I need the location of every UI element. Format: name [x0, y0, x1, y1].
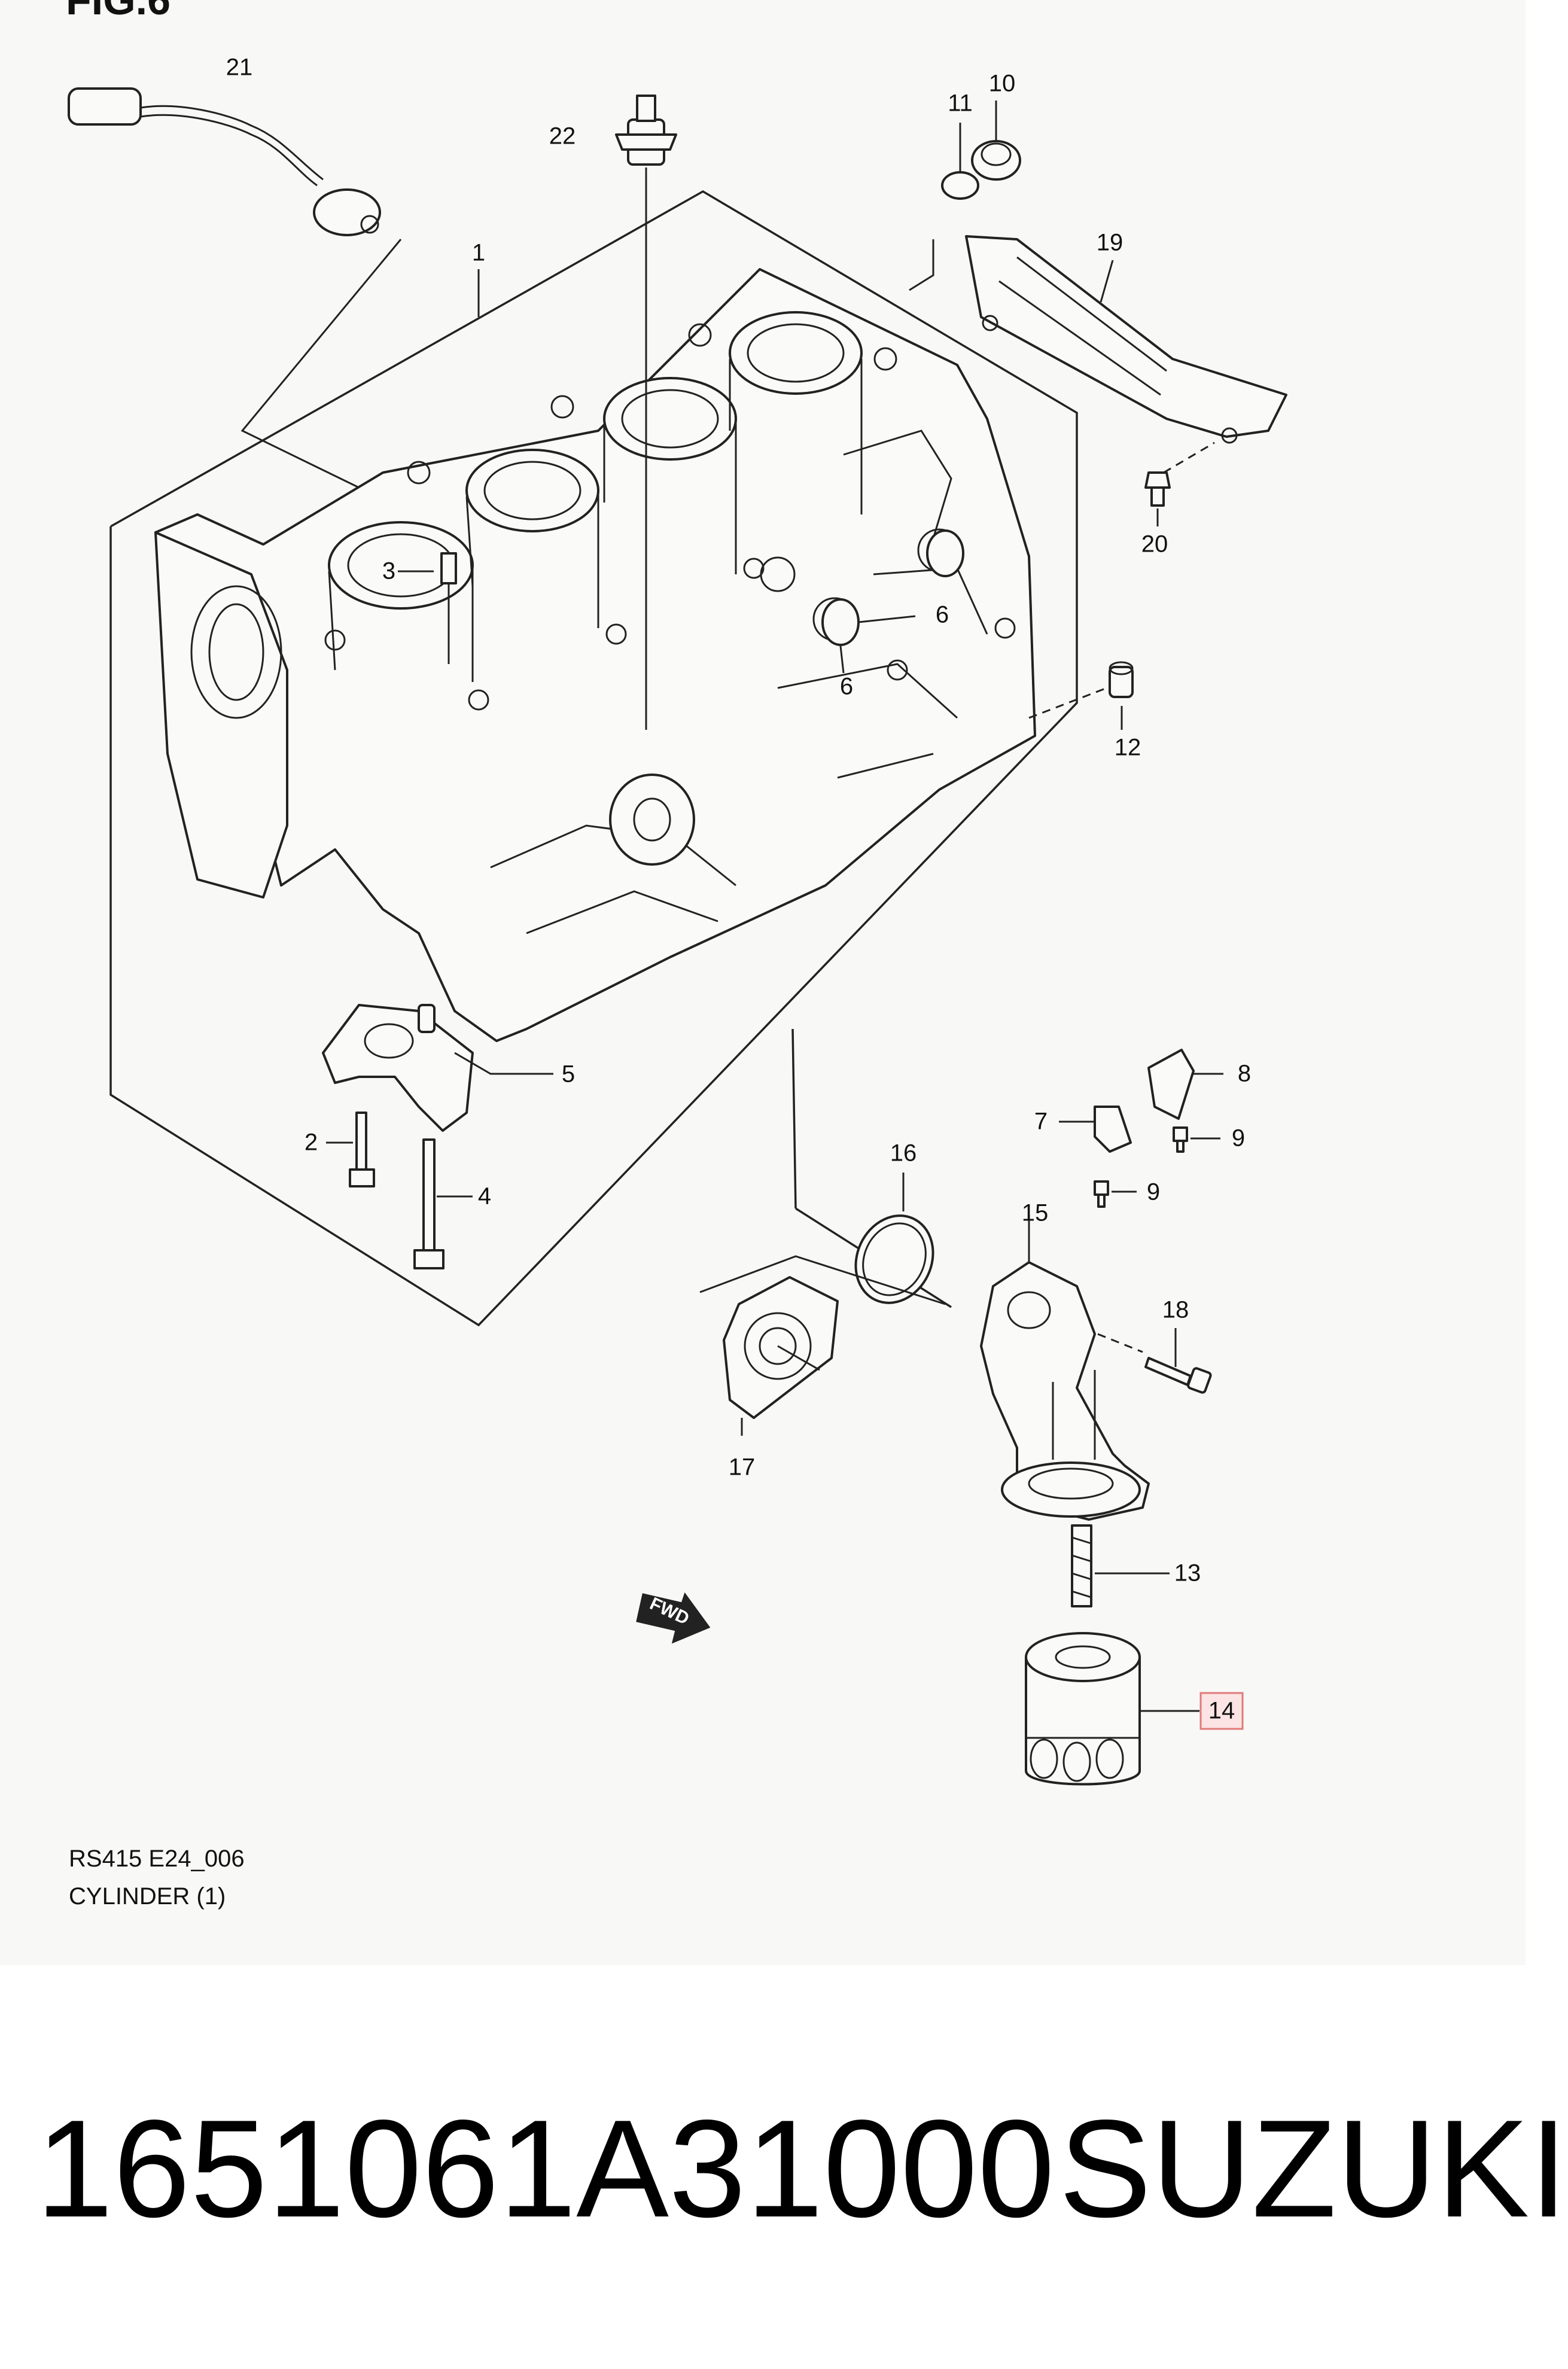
oil-filter-stand-15[interactable]: [980, 1261, 1150, 1521]
callout-4[interactable]: 4: [478, 1183, 491, 1210]
callout-22[interactable]: 22: [549, 123, 576, 150]
callout-19[interactable]: 19: [1097, 230, 1124, 256]
leader-21-block: [240, 239, 402, 489]
callout-13[interactable]: 13: [1174, 1560, 1201, 1587]
bolt-9-upper[interactable]: [1173, 1126, 1188, 1153]
oil-pressure-switch[interactable]: [615, 95, 677, 166]
callout-2[interactable]: 2: [305, 1129, 318, 1156]
callout-20[interactable]: 20: [1141, 531, 1168, 558]
callout-3[interactable]: 3: [382, 558, 395, 584]
callout-21[interactable]: 21: [226, 54, 253, 81]
callout-9-lower[interactable]: 9: [1147, 1179, 1160, 1205]
callout-6-lower[interactable]: 6: [840, 674, 853, 700]
knock-sensor[interactable]: [68, 87, 381, 236]
leader-19: [1100, 260, 1114, 303]
leader-17-to-pump: [777, 1345, 820, 1371]
leader-18-dash: [1097, 1333, 1143, 1353]
dowel-12[interactable]: [1109, 661, 1134, 698]
callout-11[interactable]: 11: [948, 90, 973, 117]
plug-bolt-10[interactable]: [971, 140, 1021, 181]
bolt-20[interactable]: [1144, 471, 1171, 507]
block-group-frame: [109, 190, 1078, 1327]
callout-12[interactable]: 12: [1115, 735, 1141, 761]
callout-5[interactable]: 5: [562, 1061, 575, 1088]
crank-bearing-seat: [609, 774, 695, 866]
gasket-11[interactable]: [941, 171, 979, 200]
exploded-parts-diagram: FWD 21 22 1 3 6 6 10 11 19 20 12 5 2 4 8…: [68, 54, 1287, 1786]
cylinder-block[interactable]: [154, 268, 1036, 1042]
part-number: 1651061A31000: [36, 2091, 1055, 2246]
figure-title: FIG.6: [66, 0, 171, 23]
bolt-2[interactable]: [349, 1112, 375, 1187]
bracket-8[interactable]: [1147, 1049, 1195, 1120]
callout-7[interactable]: 7: [1034, 1109, 1048, 1135]
bracket-7[interactable]: [1094, 1106, 1132, 1153]
oil-filter-14[interactable]: [1025, 1632, 1141, 1786]
callout-17[interactable]: 17: [729, 1454, 756, 1481]
diagram-sheet: FIG.6: [66, 0, 1287, 1910]
callout-8[interactable]: 8: [1238, 1061, 1251, 1087]
bolt-9-lower[interactable]: [1094, 1180, 1109, 1208]
callout-15[interactable]: 15: [1022, 1200, 1049, 1226]
leader-5: [454, 1052, 553, 1075]
dowel-pin-3[interactable]: [440, 552, 457, 584]
leader-20-dash: [1163, 441, 1215, 474]
callout-6-upper[interactable]: 6: [936, 602, 949, 628]
leader-6a: [858, 615, 916, 623]
bearing-cap-5[interactable]: [322, 1004, 474, 1132]
callout-14[interactable]: 14: [1208, 1698, 1235, 1724]
cover-19[interactable]: [965, 235, 1287, 444]
plug-6-lower[interactable]: [821, 598, 860, 646]
bolt-18[interactable]: [1144, 1357, 1212, 1394]
stud-13[interactable]: [1071, 1524, 1092, 1607]
leader-10-11-block: [909, 239, 934, 291]
bolt-4[interactable]: [413, 1138, 444, 1269]
frame-drop-line: [791, 1028, 797, 1209]
plug-6-upper[interactable]: [926, 529, 964, 577]
callout-18[interactable]: 18: [1162, 1297, 1189, 1323]
cylinder-bore-1: [328, 521, 474, 610]
callout-1[interactable]: 1: [472, 240, 485, 266]
callout-9-upper[interactable]: 9: [1232, 1125, 1245, 1152]
diagram-code: RS415 E24_006: [69, 1846, 245, 1872]
callout-16[interactable]: 16: [890, 1140, 917, 1167]
leader-17-frame: [699, 1255, 946, 1305]
forward-direction-arrow: FWD: [636, 1592, 711, 1644]
section-name: CYLINDER (1): [69, 1883, 226, 1910]
callout-10[interactable]: 10: [989, 71, 1016, 97]
brand-name: SUZUKI: [1059, 2091, 1568, 2246]
highlight-box-14: [1199, 1692, 1244, 1730]
leader-6b: [839, 645, 845, 674]
